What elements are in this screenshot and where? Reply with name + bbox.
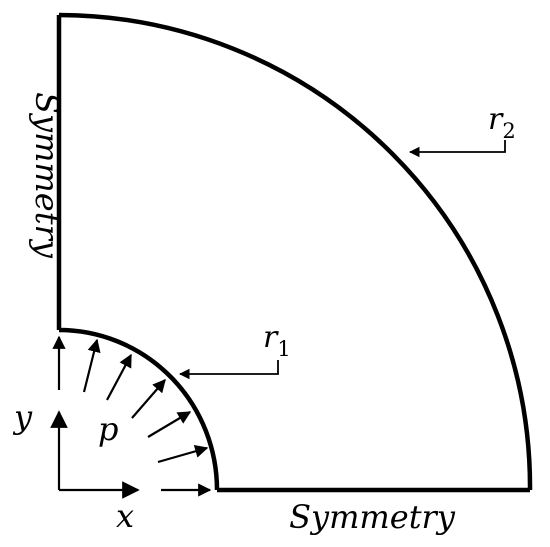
r1-symbol: r [263,320,279,355]
pressure-arrow-icon [82,338,101,393]
inner-arc-r1 [58,327,220,491]
coordinate-axes-icon [50,410,140,499]
symmetry-left-label: Symmetry [28,92,66,259]
outer-arc-r2 [58,12,533,491]
r1-label: r1 [263,320,291,361]
y-axis-label: y [12,398,33,436]
x-axis-label: x [116,497,134,535]
symmetry-bottom-label: Symmetry [289,498,456,536]
r2-label: r2 [488,102,516,143]
r2-symbol: r [488,102,504,137]
pressure-arrow-icon [106,353,132,401]
pressure-arrows [52,335,212,497]
pressure-arrow-icon [131,379,166,419]
r2-subscript: 2 [502,119,515,143]
r2-leader [408,140,506,158]
r1-leader [178,360,279,380]
radius-leaders [178,140,506,380]
domain-outline [56,12,533,493]
pressure-label: p [98,410,118,448]
pressure-arrow-icon [147,411,192,438]
r1-subscript: 1 [277,337,290,361]
pressure-arrow-icon [157,444,209,464]
